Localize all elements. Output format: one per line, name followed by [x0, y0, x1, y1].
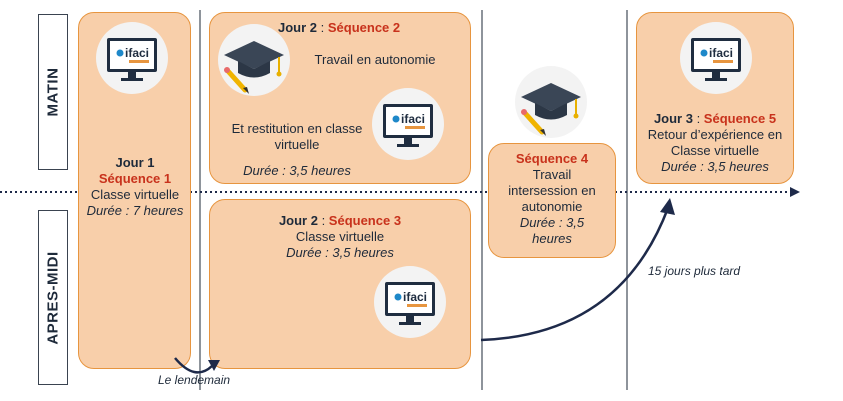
seq4-line3: autonomie: [521, 199, 583, 214]
monitor-logo-icon: [691, 38, 741, 81]
seq3-day: Jour 2: [278, 213, 318, 228]
seq3-sequence: Séquence 3: [328, 213, 402, 228]
seq2-monitor-circle: ifaci: [372, 88, 444, 160]
label-next-day: Le lendemain: [158, 373, 231, 387]
period-label-afternoon: APRES-MIDI: [38, 210, 68, 385]
seq4-line1: Travail: [532, 167, 572, 182]
seq3-type: Classe virtuelle: [295, 229, 385, 244]
seq2-sequence: Séquence 2: [327, 20, 401, 35]
seq3-sep: :: [317, 213, 329, 228]
card-seq4: [488, 143, 616, 258]
day1-duration: Durée : 7 heures: [86, 203, 184, 218]
seq5-monitor-circle: ifaci: [680, 22, 752, 94]
seq4-duration2: heures: [532, 231, 572, 246]
seq2-line2: Et restitution en classe virtuelle: [231, 121, 363, 152]
seq3-duration: Durée : 3,5 heures: [286, 245, 394, 260]
seq2-duration: Durée : 3,5 heures: [243, 163, 351, 178]
graduation-cap-icon: [224, 41, 284, 94]
separator-2: [481, 10, 483, 390]
seq2-line1: Travail en autonomie: [314, 52, 436, 67]
day1-monitor-circle: ifaci: [96, 22, 168, 94]
seq3-text: Jour 2 : Séquence 3 Classe virtuelle Dur…: [230, 213, 450, 261]
seq5-line2: Classe virtuelle: [670, 143, 760, 158]
seq5-duration: Durée : 3,5 heures: [661, 159, 769, 174]
seq4-text: Séquence 4 Travail intersession en auton…: [490, 151, 614, 247]
seq3-monitor-circle: ifaci: [374, 266, 446, 338]
seq5-logo-text: ifaci: [709, 46, 734, 60]
seq2-cap-circle: [218, 24, 290, 96]
seq2-day: Jour 2: [278, 20, 318, 35]
seq4-sequence: Séquence 4: [515, 151, 589, 166]
seq5-line1: Retour d’expérience en: [647, 127, 783, 142]
monitor-logo-icon: [383, 104, 433, 147]
seq5-text: Jour 3 : Séquence 5 Retour d’expérience …: [638, 111, 792, 175]
day1-text: Jour 1 Séquence 1 Classe virtuelle Durée…: [80, 155, 190, 219]
seq4-line2: intersession en: [508, 183, 596, 198]
seq5-sep: :: [692, 111, 704, 126]
seq3-logo-text: ifaci: [403, 290, 428, 304]
separator-3: [626, 10, 628, 390]
monitor-logo-icon: [385, 282, 435, 325]
monitor-logo-icon: [107, 38, 157, 81]
seq5-day: Jour 3: [653, 111, 693, 126]
label-later: 15 jours plus tard: [648, 264, 741, 278]
seq2-sep: :: [317, 20, 328, 35]
seq2-heading: Jour 2 : Séquence 2: [278, 20, 478, 36]
day1-type: Classe virtuelle: [90, 187, 180, 202]
day1-sequence: Séquence 1: [98, 171, 172, 186]
period-label-morning: MATIN: [38, 14, 68, 170]
day1-title: Jour 1: [115, 155, 155, 170]
seq4-cap-circle: [515, 66, 587, 138]
seq2-logo-text: ifaci: [401, 112, 426, 126]
day1-logo-text: ifaci: [125, 46, 150, 60]
graduation-cap-icon: [521, 83, 581, 136]
seq4-duration1: Durée : 3,5: [519, 215, 585, 230]
seq5-sequence: Séquence 5: [703, 111, 777, 126]
separator-1: [199, 10, 201, 390]
